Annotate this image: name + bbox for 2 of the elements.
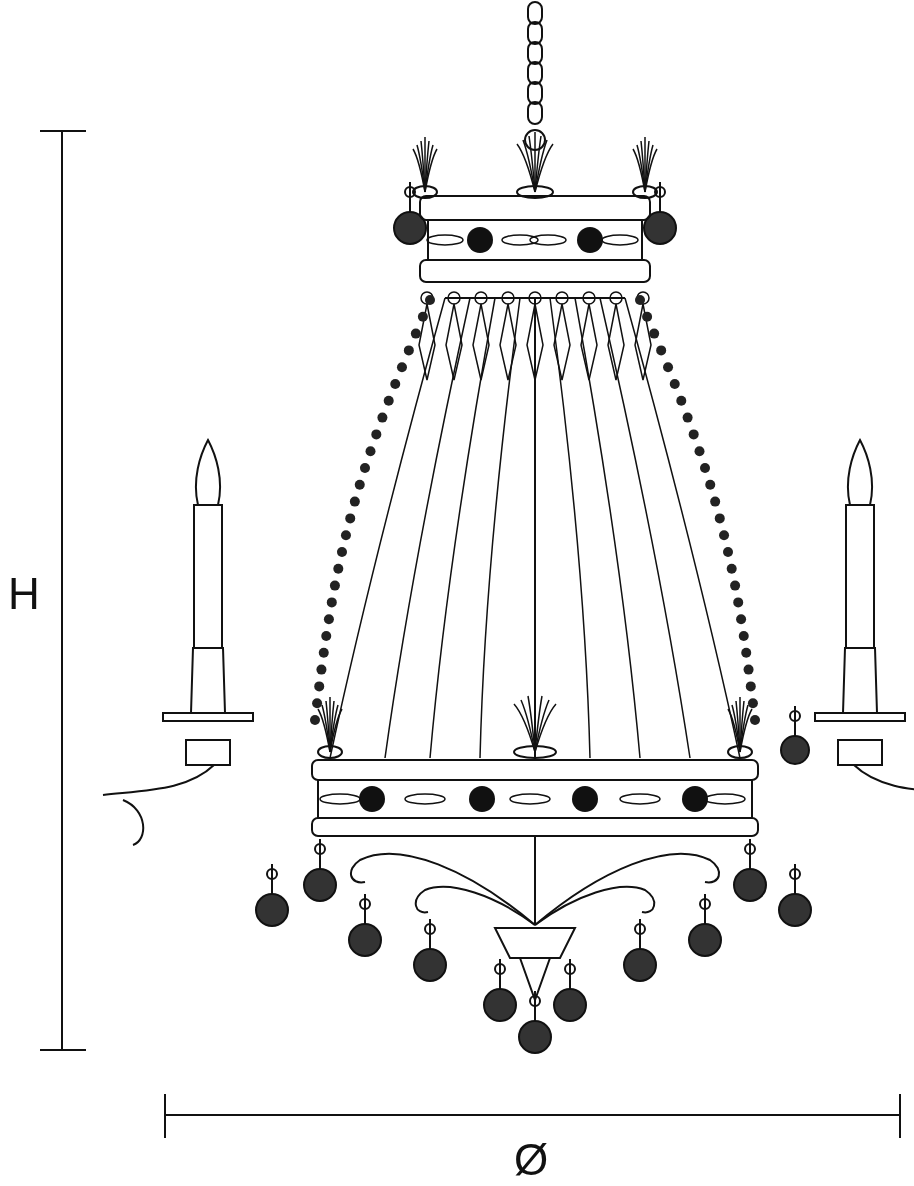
dimension-label: H xyxy=(8,572,40,616)
dimension-label: Ø xyxy=(514,1138,549,1182)
